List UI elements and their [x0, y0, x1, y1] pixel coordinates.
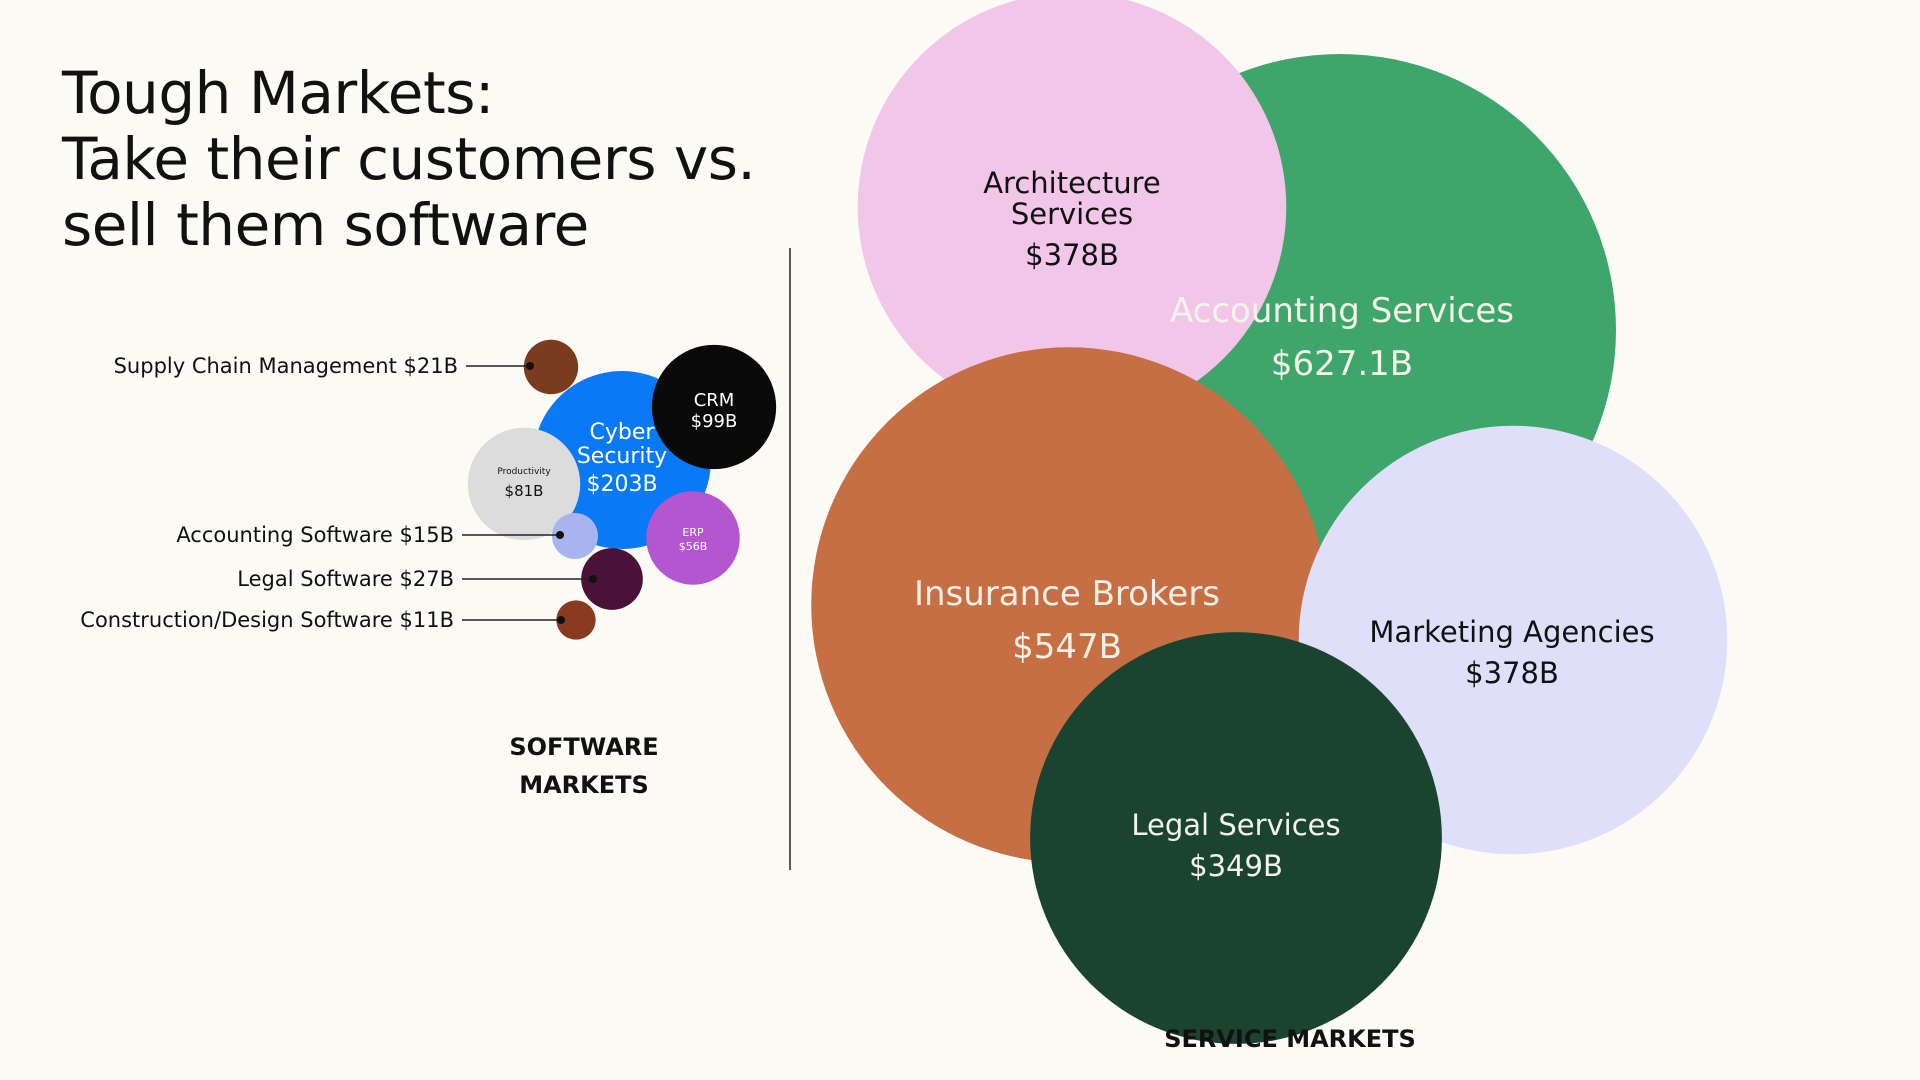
value-legal-services: $349B — [1189, 849, 1283, 883]
leader-dot-supply-chain-management — [526, 362, 534, 370]
label-marketing-agencies: Marketing Agencies — [1369, 615, 1654, 649]
title-line-3: sell them software — [62, 191, 589, 259]
title-line-2: Take their customers vs. — [62, 125, 756, 193]
value-architecture-services: $378B — [1025, 238, 1119, 272]
label-cyber-security: Cyber — [590, 420, 656, 445]
section-label-service: SERVICE MARKETS — [1164, 1025, 1416, 1053]
leader-dot-construction-design-software — [557, 616, 565, 624]
value-erp: $56B — [679, 540, 708, 553]
label-architecture-services-2: Services — [1011, 197, 1133, 231]
bubble-crm — [651, 344, 777, 470]
bubble-legal-software — [581, 548, 643, 610]
page-title: Tough Markets: Take their customers vs. … — [62, 59, 756, 259]
bubble-architecture-services — [857, 0, 1287, 422]
bubble-legal-services — [1030, 632, 1442, 1044]
leader-dot-accounting-software — [556, 531, 564, 539]
value-cyber-security: $203B — [586, 472, 657, 497]
value-productivity: $81B — [505, 482, 544, 500]
value-accounting-services: $627.1B — [1271, 344, 1413, 384]
bubble-supply-chain-management — [523, 339, 579, 395]
value-crm: $99B — [691, 411, 738, 432]
callout-accounting-software: Accounting Software $15B — [176, 523, 454, 547]
bubble-erp — [646, 491, 740, 585]
section-label-software-2: MARKETS — [519, 771, 649, 799]
callout-construction-design-software: Construction/Design Software $11B — [80, 608, 454, 632]
label-accounting-services: Accounting Services — [1170, 291, 1514, 331]
section-label-software-1: SOFTWARE — [509, 733, 658, 761]
label-crm: CRM — [694, 390, 735, 411]
callout-legal-software: Legal Software $27B — [237, 567, 454, 591]
label-erp: ERP — [682, 526, 704, 539]
value-insurance-brokers: $547B — [1012, 627, 1122, 667]
label-legal-services: Legal Services — [1131, 808, 1340, 842]
label-architecture-services: Architecture — [983, 166, 1161, 200]
leader-dot-legal-software — [589, 575, 597, 583]
callout-supply-chain-management: Supply Chain Management $21B — [114, 354, 458, 378]
bubble-construction-design-software — [556, 600, 596, 640]
value-marketing-agencies: $378B — [1465, 656, 1559, 690]
title-line-1: Tough Markets: — [62, 59, 494, 127]
service-markets-chart: Accounting Services $627.1B ArchitectureSe… — [811, 0, 1728, 1053]
bubble-productivity — [467, 427, 581, 541]
bubble-accounting-software — [552, 513, 598, 559]
label-insurance-brokers: Insurance Brokers — [914, 574, 1220, 614]
label-productivity: Productivity — [497, 467, 551, 477]
label-cyber-security-2: Security — [577, 444, 667, 469]
